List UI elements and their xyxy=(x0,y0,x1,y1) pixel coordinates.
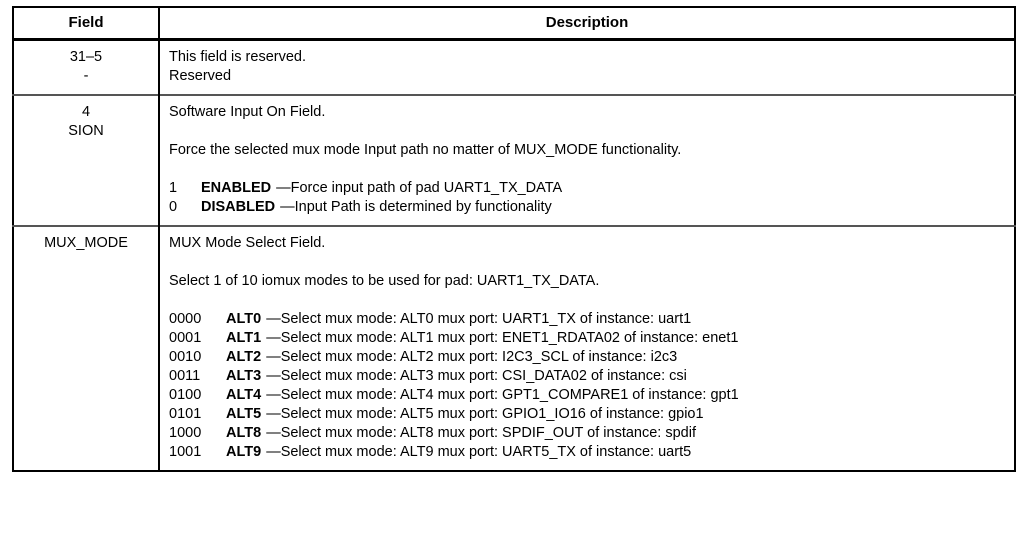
spacer xyxy=(169,253,1008,272)
enum-code: 0011 xyxy=(169,368,201,384)
reserved-line-1: This field is reserved. xyxy=(169,49,306,65)
table-row: 31–5 - This field is reserved. Reserved xyxy=(13,39,1015,95)
sion-title: Software Input On Field. xyxy=(169,104,326,120)
register-field-table: Field Description 31–5 - This field is r… xyxy=(12,6,1016,472)
enum-item-enabled: 1 ENABLED — Force input path of pad UART… xyxy=(169,179,1008,198)
enum-dash: — xyxy=(266,368,281,384)
enum-text: Select mux mode: ALT3 mux port: CSI_DATA… xyxy=(280,368,687,384)
enum-item-alt3: 0011 ALT3 — Select mux mode: ALT3 mux po… xyxy=(169,367,1008,386)
table-header-row: Field Description xyxy=(13,7,1015,41)
enum-name: ALT3 xyxy=(226,368,262,384)
enum-dash: — xyxy=(266,444,281,460)
enum-text: Select mux mode: ALT4 mux port: GPT1_COM… xyxy=(280,387,739,403)
enum-name: DISABLED xyxy=(201,199,276,215)
description-cell-sion: Software Input On Field. Force the selec… xyxy=(159,94,1015,226)
enum-text: Select mux mode: ALT0 mux port: UART1_TX… xyxy=(280,311,692,327)
enum-dash: — xyxy=(266,330,281,346)
spacer xyxy=(169,291,1008,310)
reserved-line-2: Reserved xyxy=(169,68,232,84)
enum-dash: — xyxy=(266,387,281,403)
enum-dash: — xyxy=(276,180,291,196)
enum-text: Select mux mode: ALT5 mux port: GPIO1_IO… xyxy=(280,406,704,422)
field-label-reserved: 31–5 - xyxy=(13,39,160,95)
enum-text: Select mux mode: ALT1 mux port: ENET1_RD… xyxy=(280,330,739,346)
enum-dash: — xyxy=(266,349,281,365)
enum-code: 0000 xyxy=(169,311,202,327)
table-header: Field Description xyxy=(13,7,1015,41)
enum-item-alt9: 1001 ALT9 — Select mux mode: ALT9 mux po… xyxy=(169,443,1008,462)
enum-item-alt5: 0101 ALT5 — Select mux mode: ALT5 mux po… xyxy=(169,405,1008,424)
description-cell-mux-mode: MUX Mode Select Field. Select 1 of 10 io… xyxy=(159,225,1015,471)
enum-text: Input Path is determined by functionalit… xyxy=(294,199,552,215)
enum-name: ALT0 xyxy=(226,311,262,327)
description-cell-reserved: This field is reserved. Reserved xyxy=(159,39,1015,95)
enum-text: Select mux mode: ALT9 mux port: UART5_TX… xyxy=(280,444,692,460)
enum-text: Force input path of pad UART1_TX_DATA xyxy=(290,180,563,196)
enum-dash: — xyxy=(280,199,295,215)
enum-code: 0 xyxy=(169,199,178,215)
enum-name: ALT8 xyxy=(226,425,262,441)
enum-item-disabled: 0 DISABLED — Input Path is determined by… xyxy=(169,198,1008,217)
enum-item-alt1: 0001 ALT1 — Select mux mode: ALT1 mux po… xyxy=(169,329,1008,348)
enum-name: ALT9 xyxy=(226,444,262,460)
column-header-field: Field xyxy=(13,7,160,41)
spacer xyxy=(169,122,1008,141)
enum-dash: — xyxy=(266,406,281,422)
enum-name: ALT5 xyxy=(226,406,262,422)
table-row: MUX_MODE MUX Mode Select Field. Select 1… xyxy=(13,225,1015,471)
enum-code: 0010 xyxy=(169,349,202,365)
enum-code: 1000 xyxy=(169,425,202,441)
enum-item-alt2: 0010 ALT2 — Select mux mode: ALT2 mux po… xyxy=(169,348,1008,367)
enum-item-alt8: 1000 ALT8 — Select mux mode: ALT8 mux po… xyxy=(169,424,1008,443)
enum-name: ALT2 xyxy=(226,349,262,365)
enum-code: 0001 xyxy=(169,330,202,346)
spacer xyxy=(169,160,1008,179)
enum-code: 0100 xyxy=(169,387,202,403)
enum-code: 0101 xyxy=(169,406,202,422)
column-header-description: Description xyxy=(159,7,1015,41)
field-label-sion: 4 SION xyxy=(13,94,160,226)
enum-text: Select mux mode: ALT8 mux port: SPDIF_OU… xyxy=(280,425,696,441)
enum-item-alt0: 0000 ALT0 — Select mux mode: ALT0 mux po… xyxy=(169,310,1008,329)
mux-mode-detail: Select 1 of 10 iomux modes to be used fo… xyxy=(169,273,600,289)
field-label-mux-mode: MUX_MODE xyxy=(13,225,160,471)
enum-code: 1001 xyxy=(169,444,202,460)
sion-detail: Force the selected mux mode Input path n… xyxy=(169,142,682,158)
enum-name: ALT1 xyxy=(226,330,262,346)
enum-name: ENABLED xyxy=(201,180,272,196)
enum-code: 1 xyxy=(169,180,178,196)
table-row: 4 SION Software Input On Field. Force th… xyxy=(13,94,1015,226)
enum-dash: — xyxy=(266,311,281,327)
enum-dash: — xyxy=(266,425,281,441)
enum-item-alt4: 0100 ALT4 — Select mux mode: ALT4 mux po… xyxy=(169,386,1008,405)
enum-name: ALT4 xyxy=(226,387,262,403)
enum-text: Select mux mode: ALT2 mux port: I2C3_SCL… xyxy=(280,349,678,365)
mux-mode-title: MUX Mode Select Field. xyxy=(169,235,326,251)
table-body: 31–5 - This field is reserved. Reserved … xyxy=(13,39,1015,471)
